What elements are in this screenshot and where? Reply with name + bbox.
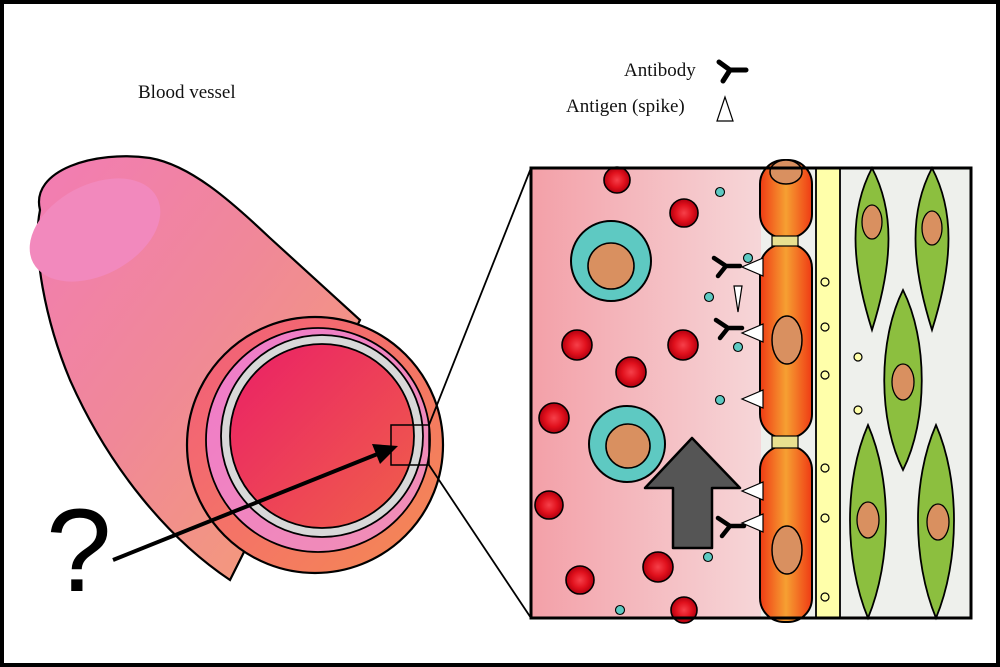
vessel-left-cap	[29, 178, 161, 282]
legend-antibody-label: Antibody	[624, 60, 696, 81]
smooth-muscle-cell	[914, 166, 950, 334]
up-arrow-icon	[643, 436, 742, 550]
antigen-spike-icon	[740, 513, 764, 533]
question-mark: ?	[46, 485, 112, 617]
antigen-spike-icon	[733, 285, 743, 313]
antibody-icon	[713, 317, 745, 341]
legend-antibody-symbol	[716, 59, 749, 84]
blood-vessel-illustration	[29, 155, 445, 582]
antigen-spikes	[733, 257, 764, 533]
zoom-panel	[529, 159, 973, 624]
zoom-panel-border	[529, 166, 973, 620]
zoom-line-bottom	[428, 464, 532, 619]
nucleus	[771, 525, 803, 575]
zoom-region-marker	[390, 424, 430, 466]
antibody-icon	[711, 255, 743, 279]
antigen-spike-icon	[740, 389, 764, 409]
white-blood-cell	[570, 220, 652, 302]
diagram-title: Blood vessel	[138, 82, 236, 103]
plasma-region	[531, 168, 761, 618]
membrane-particles	[820, 277, 863, 602]
small-particles	[614, 186, 754, 616]
white-blood-cell	[588, 405, 666, 483]
vessel-lumen	[229, 343, 415, 529]
antibodies	[711, 255, 747, 539]
smooth-muscle-cell	[854, 166, 890, 334]
antigen-spike-icon	[740, 257, 764, 277]
antigen-spike-icon	[740, 323, 764, 343]
legend-antigen-label: Antigen (spike)	[566, 96, 685, 117]
legend-antigen-symbol	[716, 95, 734, 122]
basement-membrane	[815, 167, 841, 619]
zoom-line-top	[428, 167, 532, 426]
red-blood-cells	[534, 166, 699, 624]
nucleus	[771, 315, 803, 365]
smooth-muscle-layer	[849, 166, 955, 621]
antigen-spike-icon	[740, 481, 764, 501]
antibody-icon	[715, 515, 747, 539]
endothelial-layer	[759, 159, 813, 623]
pointer-arrow-icon	[112, 444, 398, 562]
